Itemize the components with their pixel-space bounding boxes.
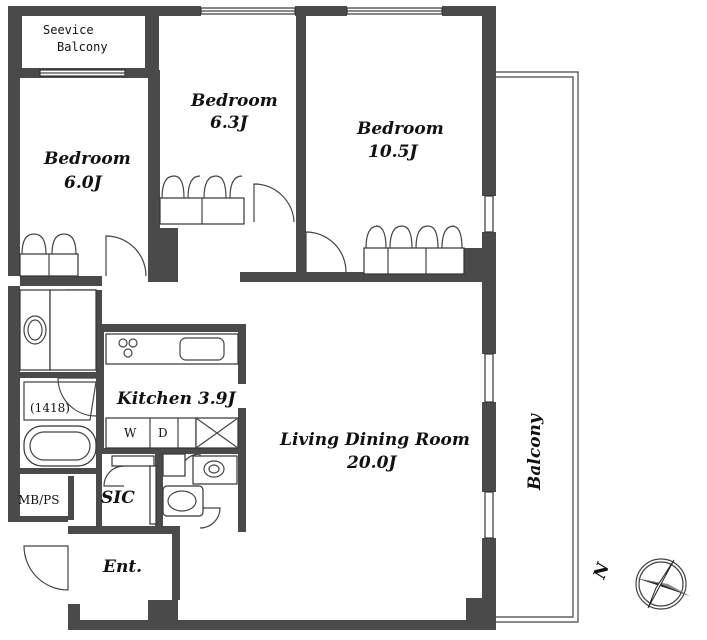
mbps-label: MB/PS xyxy=(18,493,59,507)
windows xyxy=(39,7,494,539)
bedroom-mid-size: 6.3J xyxy=(210,113,249,133)
compass-north-label: N xyxy=(590,559,615,583)
dryer-label: D xyxy=(158,426,168,440)
bedroom-right-size: 10.5J xyxy=(368,142,418,162)
compass-icon: N xyxy=(590,558,690,610)
kitchen-counter xyxy=(105,333,239,449)
svg-text:Seevice: Seevice xyxy=(43,23,94,37)
living-size: 20.0J xyxy=(346,453,397,473)
svg-text:Balcony: Balcony xyxy=(57,40,108,54)
bath-size-label: (1418) xyxy=(30,401,70,415)
kitchen-label: Kitchen 3.9J xyxy=(116,389,236,409)
living-name: Living Dining Room xyxy=(279,430,470,450)
toilet-fixtures xyxy=(111,453,238,525)
bedroom-left-size: 6.0J xyxy=(64,173,103,193)
service-balcony-label: Seevice Balcony xyxy=(43,23,108,54)
balcony-label: Balcony xyxy=(525,413,545,491)
bedroom-left-name: Bedroom xyxy=(43,149,131,169)
bedroom-right-name: Bedroom xyxy=(356,119,444,139)
walls xyxy=(8,6,496,630)
bedroom-mid-name: Bedroom xyxy=(190,91,278,111)
sic-label: SIC xyxy=(101,488,135,508)
washer-label: W xyxy=(124,426,137,440)
bathroom-fixtures xyxy=(19,289,97,467)
balcony-outline xyxy=(496,71,579,623)
entrance-label: Ent. xyxy=(102,557,142,577)
closet-bedroom-left xyxy=(19,233,79,277)
closet-bedroom-mid xyxy=(159,175,245,225)
closet-bedroom-right xyxy=(363,225,465,275)
